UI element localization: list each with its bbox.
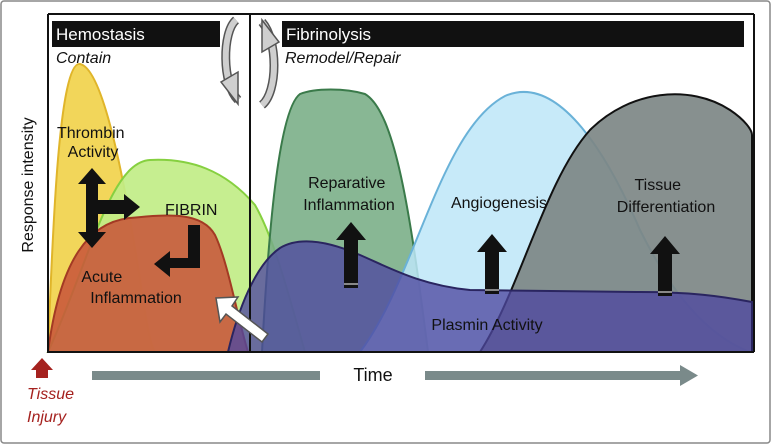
hemostasis-subtitle: Contain: [56, 50, 111, 67]
tissue-injury-line1: Tissue: [27, 386, 74, 403]
reparative-label-line1: Reparative: [308, 175, 385, 192]
acute-label-line1: Acute: [81, 269, 122, 286]
tissue-differentiation-label: Tissue Differentiation: [617, 177, 715, 216]
reparative-inflammation-label: Reparative Inflammation: [303, 175, 395, 214]
acute-inflammation-label: Acute Inflammation: [81, 269, 181, 307]
white-arrow-icon: [215, 296, 270, 344]
time-arrow-right: [425, 365, 698, 386]
reparative-label-line2: Inflammation: [303, 197, 395, 214]
injury-arrow-icon: [31, 358, 53, 378]
up-arrow-icon: [336, 222, 366, 288]
tissue-injury-line2: Injury: [27, 409, 67, 426]
bent-arrow-icon: [154, 225, 200, 277]
fibrin-label: FIBRIN: [165, 202, 217, 219]
fibrinolysis-title: Fibrinolysis: [286, 25, 371, 44]
tissue-differentiation-curve: [478, 93, 753, 353]
hemostasis-header-bar: [52, 21, 220, 47]
time-arrow-left: [92, 371, 320, 380]
tissue-diff-label-line1: Tissue: [635, 177, 682, 194]
angiogenesis-label: Angiogenesis: [451, 195, 547, 212]
thrombin-label-line2: Activity: [68, 144, 119, 161]
up-arrow-icon: [477, 234, 507, 294]
acute-label-line2: Inflammation: [90, 290, 182, 307]
thrombin-label-line1: Thrombin: [57, 125, 125, 142]
fibrinolysis-subtitle: Remodel/Repair: [285, 50, 401, 67]
hemostasis-title: Hemostasis: [56, 25, 145, 44]
tissue-diff-label-line2: Differentiation: [617, 199, 715, 216]
y-axis-label: Response intensity: [20, 117, 37, 252]
tissue-injury-label: Tissue Injury: [27, 386, 78, 426]
plasmin-curve: [226, 240, 753, 353]
double-arrow-icon: [78, 168, 140, 248]
up-arrow-icon: [650, 236, 680, 296]
cycle-arrows-icon: [219, 16, 281, 109]
thrombin-label: Thrombin Activity: [57, 125, 129, 161]
fibrinolysis-header-bar: [282, 21, 744, 47]
plasmin-activity-label: Plasmin Activity: [431, 317, 542, 334]
x-axis-label: Time: [353, 365, 392, 385]
